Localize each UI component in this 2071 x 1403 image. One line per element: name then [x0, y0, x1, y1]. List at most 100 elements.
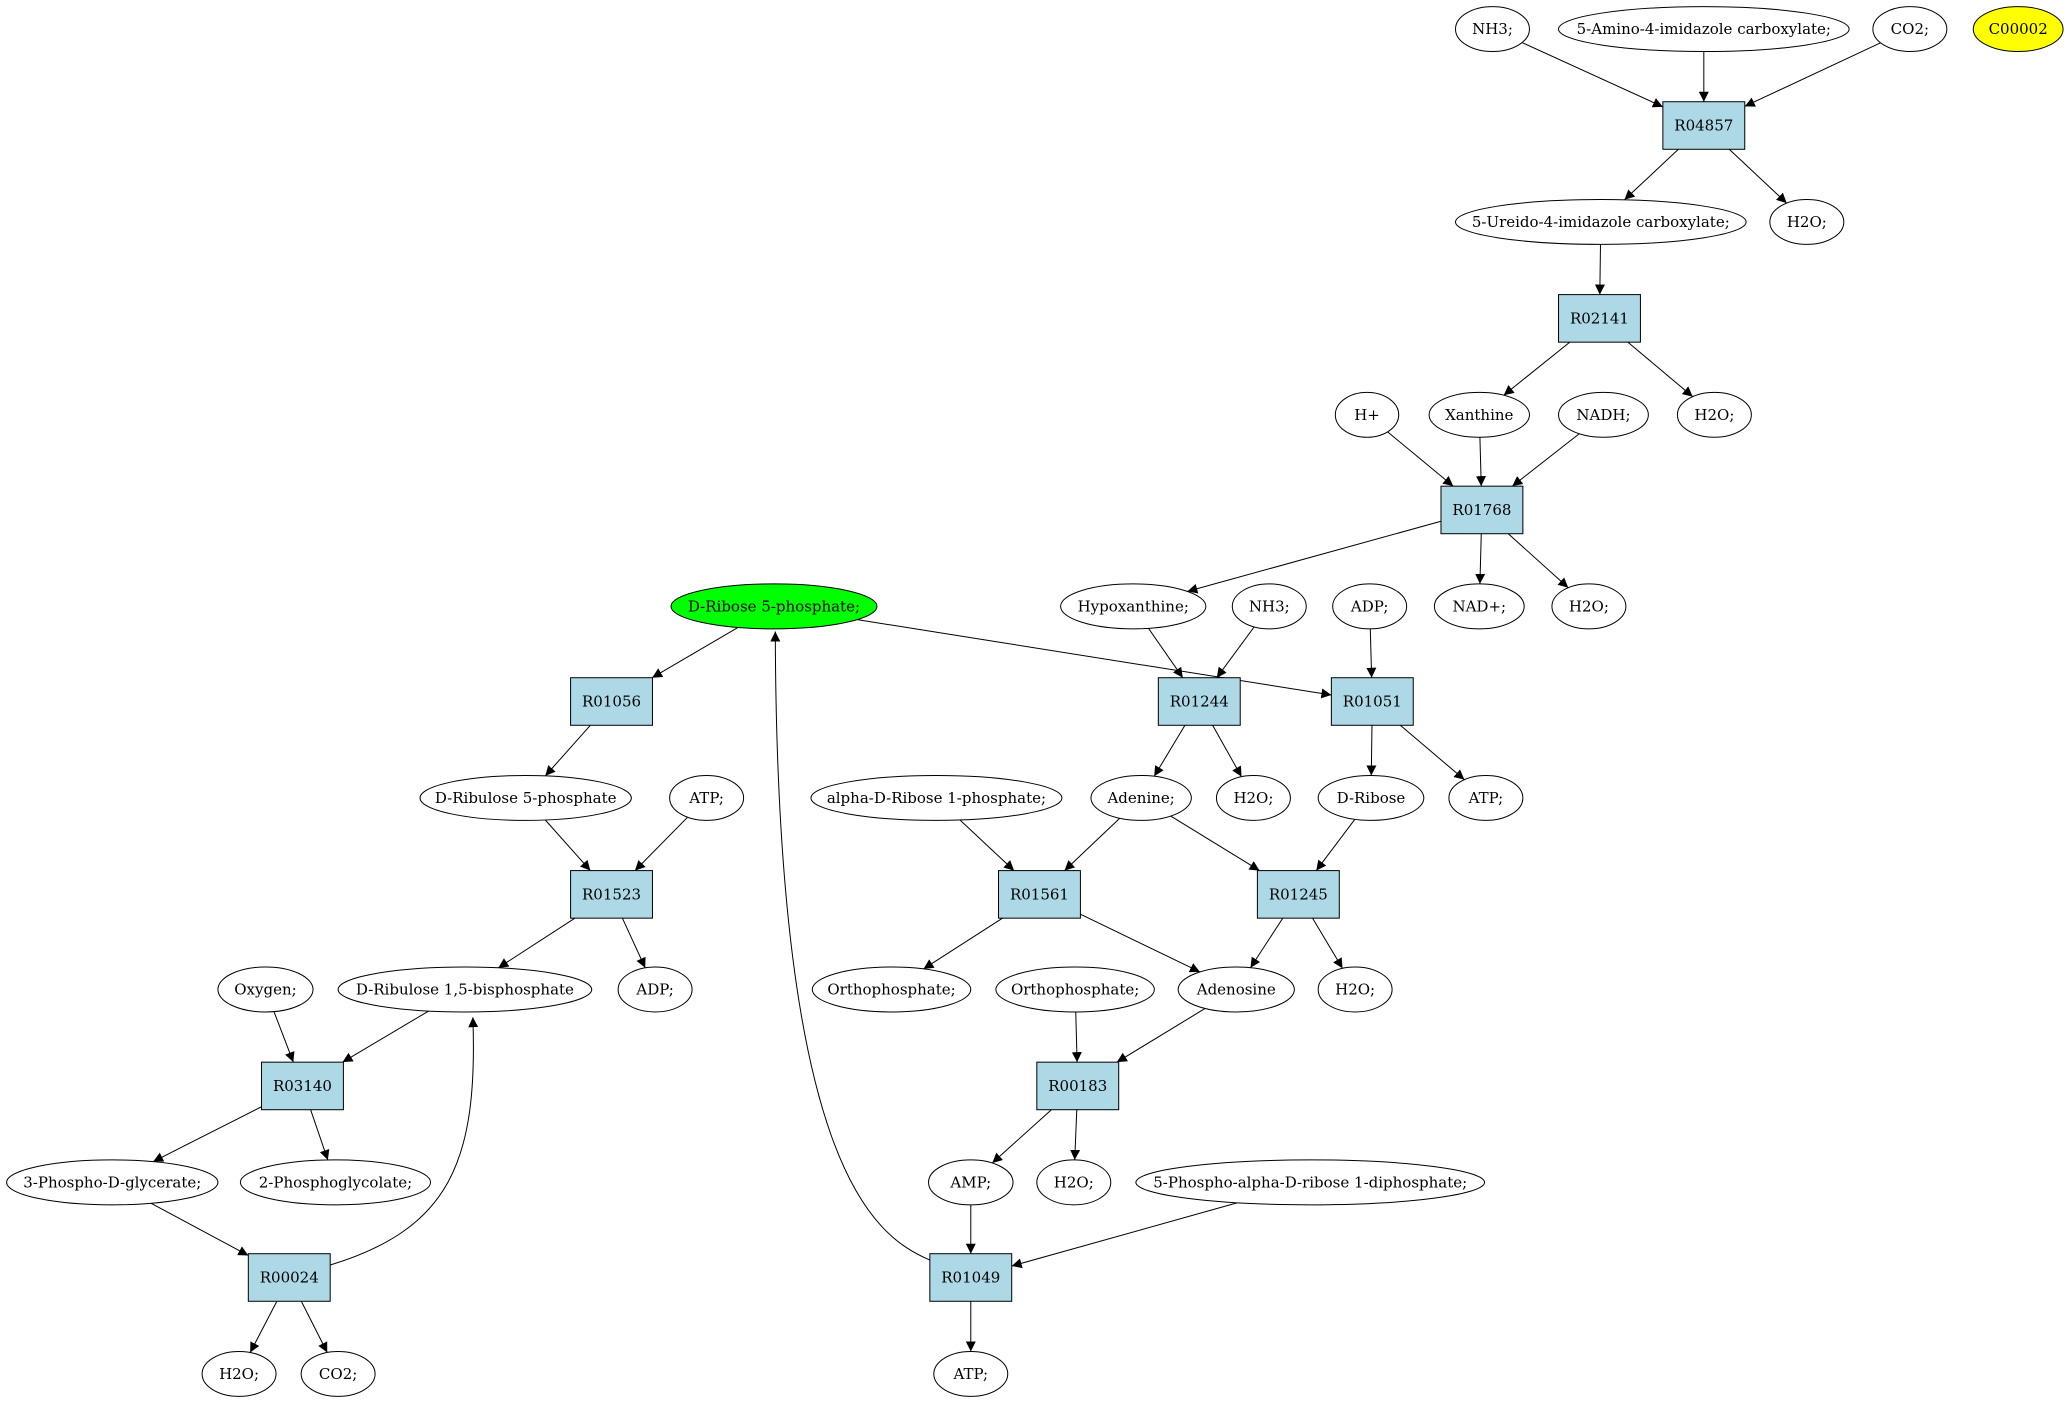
compound-node-atp_c[interactable]: ATP;	[933, 1350, 1009, 1397]
compound-node-co2_low[interactable]: CO2;	[300, 1350, 376, 1397]
compound-node-h2o_f[interactable]: H2O;	[1036, 1159, 1112, 1206]
reaction-node-R00024[interactable]: R00024	[247, 1253, 331, 1302]
edge-R02141-to-h2o_b	[1627, 341, 1694, 398]
node-label: 2-Phosphoglycolate;	[259, 1173, 412, 1191]
edge-pga-to-R00024	[150, 1202, 249, 1256]
compound-ellipse	[1036, 1159, 1112, 1206]
edge-xanthine-to-R01768	[1475, 437, 1486, 487]
node-label: H+	[1354, 406, 1380, 424]
edge-adp_mid-to-R01051	[1366, 628, 1377, 678]
compound-node-oxygen[interactable]: Oxygen;	[217, 966, 314, 1013]
node-label: H2O;	[1054, 1173, 1094, 1191]
node-label: H2O;	[1233, 789, 1273, 807]
compound-ellipse	[1558, 6, 1850, 53]
reaction-box	[998, 870, 1081, 919]
compound-ellipse	[337, 966, 593, 1013]
reaction-node-R01245[interactable]: R01245	[1256, 870, 1340, 919]
node-label: C00002	[1989, 20, 2048, 38]
compound-ellipse	[300, 1350, 376, 1397]
reaction-node-R01768[interactable]: R01768	[1440, 485, 1524, 535]
compound-node-atp_b[interactable]: ATP;	[1448, 774, 1524, 821]
edge-R01561-to-adenosine	[1080, 913, 1201, 973]
reaction-node-R04857[interactable]: R04857	[1662, 101, 1746, 150]
compound-node-nh3_mid[interactable]: NH3;	[1231, 583, 1307, 630]
edge-R00024-to-h2o_g	[249, 1301, 278, 1353]
reaction-node-R03140[interactable]: R03140	[261, 1061, 344, 1111]
compound-node-ribose5p[interactable]: D-Ribose 5-phosphate;	[670, 583, 878, 630]
compound-node-adp_mid[interactable]: ADP;	[1332, 583, 1408, 630]
compound-node-h2o_d[interactable]: H2O;	[1215, 774, 1291, 821]
edge-R01523-to-rubp	[498, 917, 576, 969]
reaction-box	[1036, 1061, 1120, 1111]
compound-node-pga[interactable]: 3-Phospho-D-glycerate;	[6, 1159, 219, 1206]
reaction-box	[1330, 677, 1414, 726]
edge-R04857-to-ureido	[1624, 148, 1679, 201]
edge-R01051-to-atp_b	[1399, 724, 1465, 781]
reaction-node-R01561[interactable]: R01561	[998, 870, 1081, 919]
compound-node-amp[interactable]: AMP;	[928, 1159, 1014, 1206]
compound-node-adenine[interactable]: Adenine;	[1090, 774, 1192, 821]
compound-ellipse	[1769, 198, 1845, 245]
reaction-node-R01523[interactable]: R01523	[570, 870, 653, 919]
edge-adenosine-to-R00183	[1116, 1008, 1206, 1063]
node-label: 3-Phospho-D-glycerate;	[23, 1173, 201, 1191]
compound-node-pglycolate[interactable]: 2-Phosphoglycolate;	[239, 1159, 432, 1206]
node-label: R01051	[1343, 693, 1402, 711]
compound-ellipse	[1428, 391, 1530, 438]
compound-node-adp_low[interactable]: ADP;	[617, 966, 693, 1013]
compound-ellipse	[617, 966, 693, 1013]
compound-ellipse	[1558, 391, 1649, 438]
reaction-node-R01051[interactable]: R01051	[1330, 677, 1414, 726]
reaction-node-R01056[interactable]: R01056	[570, 677, 653, 726]
compound-node-nh3_top[interactable]: NH3;	[1455, 6, 1530, 53]
compound-node-ribulose5p[interactable]: D-Ribulose 5-phosphate	[419, 774, 632, 821]
reaction-node-R00183[interactable]: R00183	[1036, 1061, 1120, 1111]
node-label: AMP;	[949, 1173, 991, 1191]
compound-node-h2o_a[interactable]: H2O;	[1769, 198, 1845, 245]
reaction-box	[1256, 870, 1340, 919]
node-label: alpha-D-Ribose 1-phosphate;	[827, 789, 1046, 807]
compound-node-ureido[interactable]: 5-Ureido-4-imidazole carboxylate;	[1455, 198, 1747, 245]
compound-node-hplus[interactable]: H+	[1334, 391, 1400, 438]
edge-prpp-to-R01049	[1011, 1202, 1238, 1269]
edge-hplus-to-R01768	[1387, 431, 1454, 487]
compound-node-h2o_g[interactable]: H2O;	[201, 1350, 277, 1397]
compound-ellipse	[1676, 391, 1752, 438]
compound-node-nadh[interactable]: NADH;	[1558, 391, 1649, 438]
edge-R01244-to-h2o_d	[1212, 725, 1242, 777]
compound-node-hypoxanthine[interactable]: Hypoxanthine;	[1060, 583, 1207, 630]
compound-node-nadplus[interactable]: NAD+;	[1433, 583, 1525, 630]
compound-node-atp_a[interactable]: ATP;	[669, 774, 745, 821]
node-label: R01768	[1452, 501, 1511, 519]
edge-R04857-to-h2o_a	[1728, 148, 1788, 204]
node-label: R00183	[1048, 1077, 1107, 1095]
compound-ellipse	[811, 966, 972, 1013]
compound-node-dribose[interactable]: D-Ribose	[1317, 774, 1425, 821]
edge-R00183-to-h2o_f	[1070, 1109, 1081, 1160]
compound-node-c00002[interactable]: C00002	[1972, 6, 2064, 53]
compound-node-h2o_b[interactable]: H2O;	[1676, 391, 1752, 438]
reaction-box	[247, 1253, 331, 1302]
compound-node-rubp[interactable]: D-Ribulose 1,5-bisphosphate	[337, 966, 593, 1013]
node-label: R01245	[1269, 885, 1328, 903]
compound-node-amino_imid[interactable]: 5-Amino-4-imidazole carboxylate;	[1558, 6, 1850, 53]
compound-node-alpha_r1p[interactable]: alpha-D-Ribose 1-phosphate;	[810, 774, 1063, 821]
edge-nh3_mid-to-R01244	[1216, 626, 1255, 679]
reaction-node-R01049[interactable]: R01049	[929, 1253, 1013, 1302]
compound-node-ortho_a[interactable]: Orthophosphate;	[811, 966, 972, 1013]
node-label: D-Ribose 5-phosphate;	[688, 597, 860, 615]
compound-node-h2o_e[interactable]: H2O;	[1317, 966, 1393, 1013]
edge-R01768-to-h2o_c	[1507, 533, 1569, 589]
node-label: R01523	[582, 885, 641, 903]
reaction-node-R01244[interactable]: R01244	[1157, 677, 1241, 726]
reaction-node-R02141[interactable]: R02141	[1558, 294, 1641, 343]
compound-node-ortho_b[interactable]: Orthophosphate;	[995, 966, 1155, 1013]
compound-node-prpp[interactable]: 5-Phospho-alpha-D-ribose 1-diphosphate;	[1135, 1159, 1486, 1206]
compound-node-co2_top[interactable]: CO2;	[1872, 6, 1948, 53]
compound-node-h2o_c[interactable]: H2O;	[1551, 583, 1627, 630]
compound-node-adenosine[interactable]: Adenosine	[1177, 966, 1295, 1013]
compound-ellipse	[928, 1159, 1014, 1206]
compound-node-xanthine[interactable]: Xanthine	[1428, 391, 1530, 438]
compound-ellipse	[1135, 1159, 1486, 1206]
